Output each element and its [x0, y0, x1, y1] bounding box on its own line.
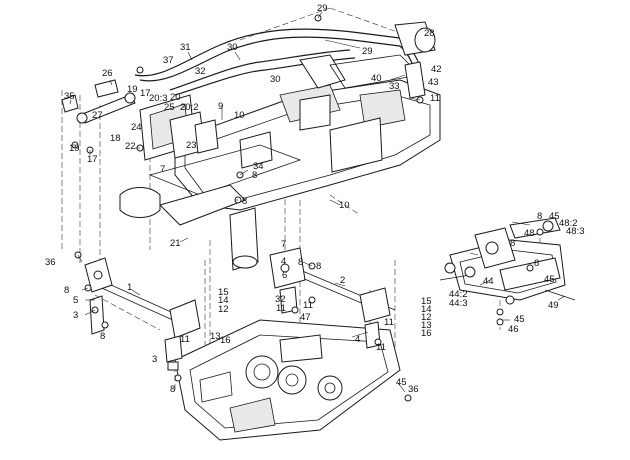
callout-48-3: 48:3: [566, 226, 585, 237]
callout-44-2: 44:2: [449, 289, 468, 300]
leader-lines: [69, 11, 566, 393]
callout-8-i: 8: [510, 238, 515, 249]
callout-7-upper: 7: [160, 164, 165, 175]
callout-29-right: 29: [362, 46, 373, 57]
callout-17-lower: 17: [87, 154, 98, 165]
callout-4-right: 4: [355, 334, 360, 345]
callout-32-center: 32: [275, 294, 286, 305]
callout-43: 43: [428, 77, 439, 88]
callout-45-bottom: 45: [396, 377, 407, 388]
callout-40: 40: [371, 73, 382, 84]
left-arm-brackets: [84, 257, 201, 371]
callout-36-left: 36: [45, 257, 56, 268]
callout-15-right: 15: [421, 296, 432, 307]
callout-11-right: 11: [384, 317, 394, 328]
callout-24: 24: [131, 122, 142, 133]
callout-30-lower: 30: [270, 74, 281, 85]
callout-8-b: 8: [242, 196, 247, 207]
callout-36-bottom: 36: [408, 384, 419, 395]
callout-19-lower: 19: [69, 143, 80, 154]
callout-8-j: 8: [534, 258, 539, 269]
callout-13-left: 13: [210, 331, 221, 342]
callout-45-top: 45: [549, 211, 560, 222]
callout-15-left: 15: [218, 287, 229, 298]
callout-45-mid: 45: [544, 274, 555, 285]
callout-9: 9: [218, 101, 223, 112]
callout-16-left: 16: [220, 335, 231, 346]
callout-34: 34: [253, 161, 264, 172]
callout-32-upper: 32: [195, 66, 206, 77]
left-linkage: [61, 79, 219, 161]
callout-8-g: 8: [170, 384, 175, 395]
callout-12-left: 12: [218, 304, 229, 315]
callout-8-h: 8: [537, 211, 542, 222]
callout-7-lower: 7: [281, 239, 286, 250]
callout-19-upper: 19: [127, 84, 138, 95]
callout-18: 18: [110, 133, 121, 144]
callout-10-upper: 10: [234, 110, 245, 121]
callout-14-right: 14: [421, 304, 432, 315]
callout-5: 5: [73, 295, 78, 306]
callout-44: 44: [483, 276, 494, 287]
callout-1: 1: [127, 282, 132, 293]
callout-11-left: 11: [180, 334, 190, 345]
callout-44-3: 44:3: [449, 298, 468, 309]
callout-8-d: 8: [100, 331, 105, 342]
callout-25: 25: [164, 102, 175, 113]
callout-8-f: 8: [298, 257, 303, 268]
callout-8-e: 8: [316, 261, 321, 272]
center-bracket: [269, 247, 391, 349]
callout-20-3: 20:3: [149, 93, 168, 104]
callout-33: 33: [389, 81, 400, 92]
callout-30-upper: 30: [227, 42, 238, 53]
callout-14-left: 14: [218, 295, 229, 306]
callout-21: 21: [170, 238, 181, 249]
callout-23: 23: [186, 140, 197, 151]
callout-37: 37: [163, 55, 174, 66]
callout-13-right: 13: [421, 320, 432, 331]
callout-11-upper: 11: [430, 93, 440, 104]
callout-29-top: 29: [317, 3, 328, 14]
callout-20: 20: [170, 92, 181, 103]
callout-6: 6: [282, 270, 287, 281]
rear-axle-frame: [439, 217, 576, 305]
callout-27: 27: [92, 110, 103, 121]
callout-3-lower: 3: [152, 354, 157, 365]
transmission-assembly: [174, 319, 401, 441]
callout-31: 31: [180, 42, 191, 53]
callout-42: 42: [431, 64, 442, 75]
cross-shafts: [94, 269, 396, 331]
callout-26: 26: [102, 68, 113, 79]
callout-11-center-a: 11: [276, 303, 286, 314]
callout-4-center: 4: [281, 256, 286, 267]
callout-22: 22: [125, 141, 136, 152]
callout-2: 2: [340, 275, 345, 286]
callout-16-right: 16: [421, 328, 432, 339]
callout-12-right: 12: [421, 312, 432, 323]
callout-35: 35: [64, 91, 75, 102]
callout-11-right-lower: 11: [376, 342, 386, 353]
callout-47: 47: [300, 312, 311, 323]
callout-45-low: 45: [514, 314, 525, 325]
callout-11-center-b: 11: [303, 300, 313, 311]
callout-labels: 29 28 31 30 37 32 29 30 26 40 33 42 43 3…: [45, 3, 585, 395]
callout-20-2: 20:2: [180, 102, 199, 113]
callout-46: 46: [508, 324, 519, 335]
callout-3-upper: 3: [73, 310, 78, 321]
callout-49: 49: [548, 300, 559, 311]
callout-10-lower: 10: [339, 200, 350, 211]
callout-28: 28: [424, 28, 435, 39]
callout-48-2: 48:2: [559, 218, 578, 229]
callout-8-c: 8: [64, 285, 69, 296]
callout-48-upper: 48: [524, 228, 535, 239]
callout-8-a: 8: [252, 170, 257, 181]
callout-17-upper: 17: [140, 88, 151, 99]
